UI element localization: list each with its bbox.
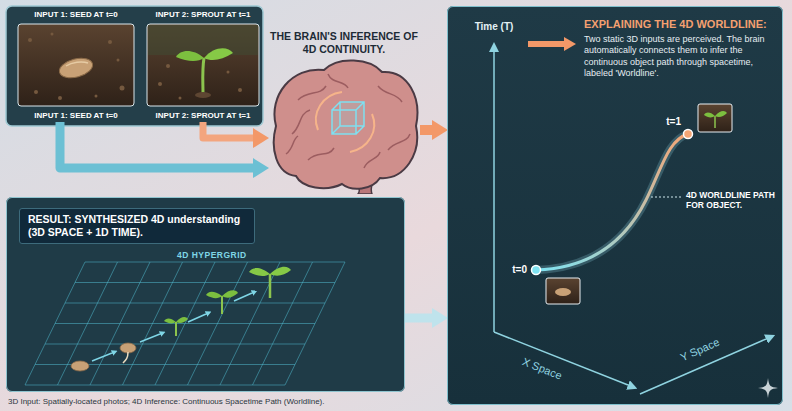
hypergrid bbox=[25, 262, 345, 385]
stage-leaves bbox=[249, 267, 291, 276]
inference-arcs bbox=[316, 92, 374, 152]
sprout-stem bbox=[203, 58, 204, 94]
sprout-leaf bbox=[176, 51, 204, 61]
panel-body: Two static 3D inputs are perceived. The … bbox=[584, 34, 774, 79]
sprout-thumbnail bbox=[698, 104, 732, 132]
stage-leaves bbox=[206, 290, 238, 298]
sprout-leaf bbox=[204, 48, 233, 60]
seed bbox=[57, 55, 95, 81]
soil-texture bbox=[158, 64, 242, 100]
thumbnail-seed bbox=[555, 288, 571, 296]
thumbnail-stem bbox=[714, 116, 716, 128]
soil-mound bbox=[195, 92, 211, 98]
stage-leaves bbox=[164, 317, 188, 323]
worldline-glow bbox=[536, 134, 688, 270]
tesseract-cube bbox=[332, 102, 364, 134]
stage-stem bbox=[269, 274, 272, 298]
brain-fold bbox=[364, 152, 380, 168]
result-panel-fill bbox=[6, 197, 405, 392]
stage-arrows bbox=[92, 293, 252, 361]
time-marker: t=1 bbox=[666, 116, 681, 128]
soil-texture bbox=[28, 33, 125, 101]
seed-highlight bbox=[66, 62, 88, 66]
grid-label: 4D HYPERGRID bbox=[177, 250, 247, 260]
stage-seed bbox=[71, 361, 89, 371]
stage-stem bbox=[175, 322, 177, 336]
seed-thumbnail bbox=[546, 278, 580, 304]
caption: 3D Input: Spatially-located photos; 4D I… bbox=[8, 397, 324, 406]
photo-panel: INPUT 1: SEED AT t=0INPUT 1: SEED AT t=0 bbox=[14, 8, 138, 122]
seed-photo bbox=[18, 24, 134, 106]
worldline bbox=[536, 134, 688, 270]
time-axis bbox=[493, 52, 495, 332]
brain-fold bbox=[388, 134, 410, 150]
sprout-photo bbox=[147, 24, 259, 106]
flow-arrow bbox=[60, 122, 253, 168]
leader-line bbox=[651, 197, 683, 198]
brain-fold bbox=[286, 136, 298, 154]
photo-blur bbox=[148, 25, 258, 55]
photo-caption: INPUT 2: SPROUT AT t=1 bbox=[143, 111, 263, 120]
brain-fold bbox=[378, 86, 402, 102]
result-panel: RESULT: SYNTHESIZED 4D understanding (3D… bbox=[6, 197, 405, 392]
stage-seed bbox=[120, 343, 136, 353]
callout-label: 4D WORLDLINE PATH FOR OBJECT. bbox=[686, 190, 778, 210]
brain-fold bbox=[292, 110, 310, 134]
brain-node: THE BRAIN'S INFERENCE OF 4D CONTINUITY. bbox=[268, 30, 420, 194]
thumbnail-leaves bbox=[704, 111, 727, 117]
time-marker: t=0 bbox=[512, 264, 527, 276]
panel-heading: EXPLAINING THE 4D WORLDLINE: bbox=[584, 18, 774, 30]
brain-fold bbox=[308, 148, 334, 160]
stage-root bbox=[123, 352, 128, 363]
t1-dot bbox=[684, 130, 693, 139]
input-panel bbox=[6, 6, 263, 126]
brain-heading: THE BRAIN'S INFERENCE OF 4D CONTINUITY. bbox=[268, 30, 420, 55]
brain-shape bbox=[274, 60, 418, 188]
t0-dot bbox=[532, 266, 541, 275]
sparkle bbox=[758, 378, 778, 398]
deco-arrow bbox=[528, 41, 564, 47]
brain-fold bbox=[298, 86, 326, 100]
result-banner: RESULT: SYNTHESIZED 4D understanding (3D… bbox=[19, 208, 255, 244]
brain-fold bbox=[328, 74, 348, 88]
explain-panel-fill bbox=[447, 6, 783, 405]
axis-label: Y Space bbox=[678, 336, 721, 365]
axis-label: Time (T) bbox=[475, 21, 514, 33]
flow-arrow bbox=[203, 122, 253, 138]
axis-label: X Space bbox=[520, 355, 564, 383]
photo-caption: INPUT 2: SPROUT AT t=1 bbox=[143, 10, 263, 19]
photo-caption: INPUT 1: SEED AT t=0 bbox=[14, 111, 138, 120]
stage-stem bbox=[221, 296, 223, 314]
x-axis bbox=[494, 332, 628, 385]
brain-outline bbox=[268, 30, 420, 194]
photo-panel: INPUT 2: SPROUT AT t=1INPUT 2: SPROUT AT… bbox=[143, 8, 263, 122]
photo-caption: INPUT 1: SEED AT t=0 bbox=[14, 10, 138, 19]
flow-arrow bbox=[405, 314, 432, 323]
flow-arrow bbox=[420, 125, 432, 135]
